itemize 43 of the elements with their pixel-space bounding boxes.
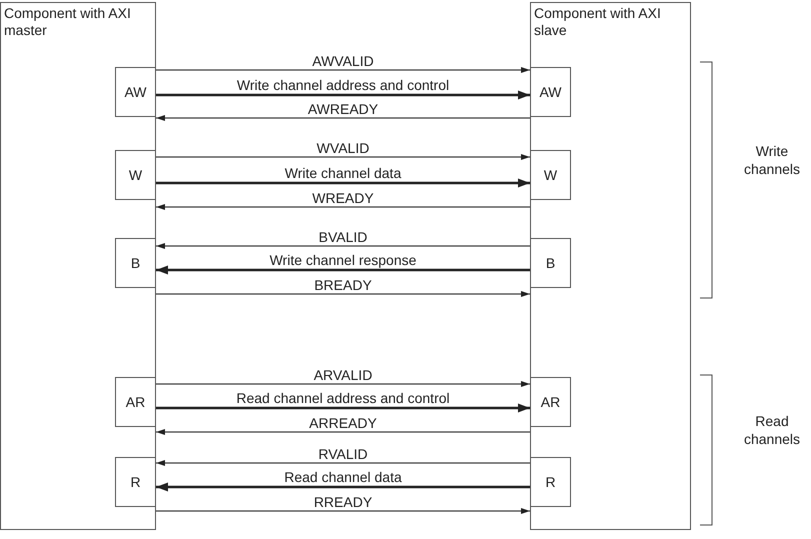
edge-label: BREADY: [312, 278, 374, 292]
edge-label: Read channel data: [282, 470, 404, 484]
arrow: [156, 266, 530, 274]
arrow: [156, 508, 530, 514]
edge-label: WVALID: [314, 141, 372, 155]
arrow: [156, 482, 530, 492]
channel-box: R: [115, 457, 156, 507]
edge-label: Write channel address and control: [234, 78, 452, 92]
edge-label: ARVALID: [312, 368, 374, 382]
channel-box: B: [115, 238, 156, 288]
arrow: [156, 67, 530, 73]
edge-label: WREADY: [310, 191, 376, 205]
edge-label: AWREADY: [306, 102, 380, 116]
channel-box: B: [530, 238, 571, 288]
edge-label: ARREADY: [307, 416, 379, 430]
channel-box: AR: [530, 377, 571, 427]
arrow: [156, 429, 530, 435]
arrow: [156, 404, 530, 412]
arrow: [156, 90, 530, 100]
arrow: [156, 154, 530, 160]
edge-label: AWVALID: [310, 54, 376, 68]
channel-box: AW: [530, 67, 571, 117]
bracket-label: Read channels: [742, 412, 802, 448]
channel-box: W: [530, 150, 571, 200]
arrow: [156, 243, 530, 249]
arrow: [156, 460, 530, 466]
edge-label: Write channel response: [268, 253, 418, 267]
channel-box: AW: [115, 67, 156, 117]
channel-box: AR: [115, 377, 156, 427]
arrow: [156, 291, 530, 297]
channel-box: R: [530, 457, 571, 507]
bracket-label: Write channels: [742, 142, 802, 178]
component-box: [0, 2, 156, 530]
edge-label: Write channel data: [282, 166, 404, 180]
component-heading: Component with AXI slave: [534, 5, 662, 39]
component-heading: Component with AXI master: [4, 5, 132, 39]
edge-label: BVALID: [316, 230, 370, 244]
arrow: [156, 381, 530, 387]
arrow: [156, 115, 530, 121]
arrow: [156, 178, 530, 188]
arrow: [156, 204, 530, 210]
channel-box: W: [115, 150, 156, 200]
component-box: [530, 2, 691, 530]
